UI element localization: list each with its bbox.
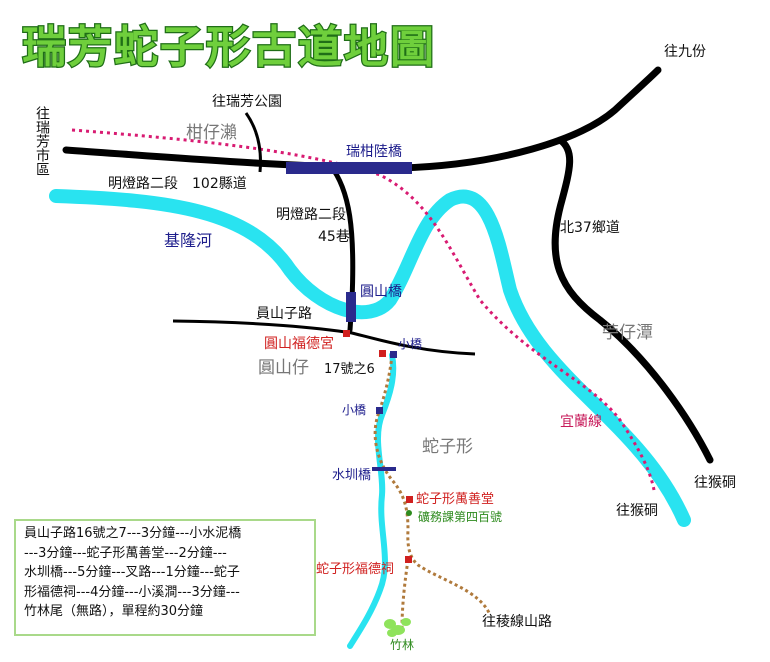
label-mingdeng-lane45-line1: 明燈路二段 [276, 207, 346, 223]
label-bamboo: 竹林 [390, 638, 414, 652]
fude-shrine-mark [405, 556, 412, 563]
label-ruigan-bridge: 瑞柑陸橋 [346, 144, 402, 160]
label-wanshan-hall: 蛇子形萬善堂 [416, 491, 494, 507]
bamboo-grove-icon [384, 618, 411, 637]
shuizhen-bridge-mark [372, 467, 396, 471]
yuanshan-temple-mark [343, 330, 350, 337]
info-line: 員山子路16號之7---3分鐘---小水泥橋 [24, 526, 242, 541]
trail-to-bamboo [400, 559, 410, 629]
label-yilan-line: 宜蘭線 [560, 414, 602, 430]
label-bei37: 北37鄉道 [560, 220, 620, 236]
wanshan-hall-mark [406, 496, 413, 503]
info-line: ---3分鐘---蛇子形萬善堂---2分鐘--- [24, 545, 227, 561]
mining-marker-dot [406, 510, 412, 516]
road-bei37 [551, 136, 714, 464]
small-bridge-2-mark [376, 407, 383, 414]
keelung-river [49, 189, 691, 527]
label-mingdeng-rd-102: 明燈路二段 102縣道 [108, 176, 247, 192]
label-shuizhen-bridge: 水圳橋 [332, 468, 371, 483]
label-to-ruifang-park: 往瑞芳公園 [212, 93, 282, 110]
label-yuanshan-temple: 圓山福德宮 [264, 336, 334, 352]
label-yuanshanzai: 圓山仔 [258, 358, 309, 378]
label-to-ridge-rd: 往稜線山路 [482, 614, 552, 630]
label-fude-shrine: 蛇子形福德祠 [316, 562, 394, 577]
river-lower-branch [347, 352, 397, 649]
info-line: 形福德祠---4分鐘---小溪澗---3分鐘--- [24, 584, 240, 600]
small-red-mark [379, 350, 386, 357]
label-small-bridge-1: 小橋 [398, 337, 422, 351]
map-title: 瑞芳蛇子形古道地圖 [22, 22, 436, 73]
info-line: 竹林尾（無路），單程約30分鐘 [24, 604, 204, 619]
label-to-houtong-rail: 往猴硐 [616, 503, 658, 519]
label-mingdeng-lane45-line2: 45巷 [318, 229, 350, 245]
label-to-jiufen: 往九份 [664, 44, 706, 60]
road-lane-45 [327, 162, 356, 333]
ruigan-bridge-mark [286, 162, 412, 174]
label-to-houtong-road: 往猴硐 [694, 475, 736, 491]
road-to-ruifang-park [244, 112, 262, 173]
label-yuanshanzi-rd: 員山子路 [256, 306, 312, 322]
route-info-box: 員山子路16號之7---3分鐘---小水泥橋 ---3分鐘---蛇子形萬善堂--… [14, 519, 316, 636]
label-to-ruifang-city: 往瑞芳市區 [34, 106, 50, 176]
yuanshan-bridge-mark [346, 292, 356, 322]
small-bridge-1-mark [390, 351, 397, 358]
info-line: 水圳橋---5分鐘---叉路---1分鐘---蛇子 [24, 565, 240, 580]
road-102 [62, 66, 662, 172]
label-shezixing: 蛇子形 [422, 437, 473, 457]
label-no17-6: 17號之6 [324, 362, 375, 377]
label-zhuzitan: 苧仔潭 [602, 323, 653, 343]
label-gan-zai-lai: 柑仔瀨 [186, 122, 237, 143]
label-yuanshan-bridge: 圓山橋 [360, 284, 402, 300]
road-yuanshanzi [172, 319, 476, 356]
yilan-rail-line [71, 128, 656, 491]
label-mining-marker: 礦務課第四百號 [418, 509, 502, 524]
label-small-bridge-2: 小橋 [342, 403, 366, 417]
label-keelung-river: 基隆河 [164, 231, 212, 250]
